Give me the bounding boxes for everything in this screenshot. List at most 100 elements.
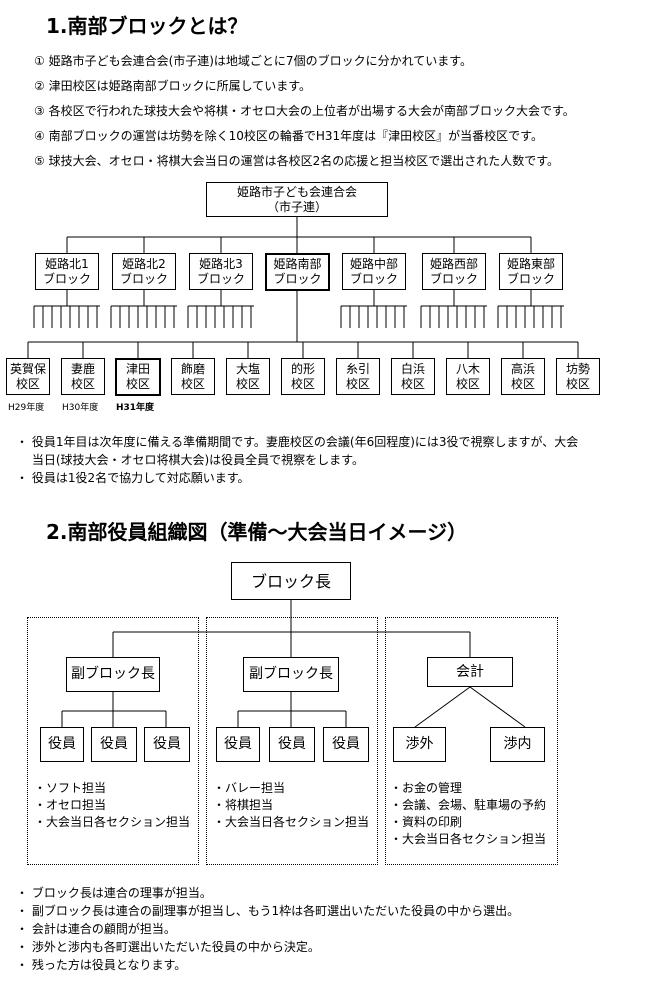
- district-suffix: 校区: [70, 377, 95, 391]
- district-name: 飾磨: [180, 362, 205, 376]
- note2-line-3: ・ 会計は連合の顧問が担当。: [16, 922, 176, 936]
- block-name: 姫路中部: [349, 257, 398, 271]
- officer-box: 役員: [323, 727, 369, 762]
- block-box: 姫路中部ブロック: [342, 253, 406, 290]
- block-suffix: ブロック: [119, 272, 168, 286]
- duty-item: ・将棋担当: [213, 798, 274, 812]
- district-suffix: 校区: [290, 377, 315, 391]
- district-box: 飾磨校区: [171, 358, 215, 395]
- officer-box: 役員: [40, 727, 84, 762]
- intro-item-5: ⑤ 球技大会、オセロ・将棋大会当日の運営は各校区2名の応援と担当校区で選出された…: [34, 154, 560, 168]
- duties-list-2: ・バレー担当 ・将棋担当 ・大会当日各セクション担当: [213, 780, 369, 831]
- block-name: 姫路東部: [506, 257, 555, 271]
- district-suffix: 校区: [510, 377, 535, 391]
- block-box: 姫路西部ブロック: [422, 253, 486, 290]
- intro-item-2: ② 津田校区は姫路南部ブロックに所属しています。: [34, 79, 312, 93]
- block-suffix: ブロック: [429, 272, 478, 286]
- block-suffix: ブロック: [349, 272, 398, 286]
- district-suffix: 校区: [400, 377, 425, 391]
- note1-line-2: 当日(球技大会・オセロ将棋大会)は役員全員で視察をします。: [16, 453, 364, 467]
- section2-title: 2.南部役員組織図（準備～大会当日イメージ）: [46, 520, 468, 544]
- year-label: H30年度: [62, 403, 99, 413]
- intro-item-1: ① 姫路市子ども会連合会(市子連)は地域ごとに7個のブロックに分かれています。: [34, 54, 473, 68]
- org-root-line2: （市子連）: [266, 200, 327, 214]
- district-name: 的形: [290, 362, 315, 376]
- duty-item: ・ソフト担当: [34, 781, 107, 795]
- officer-box: 役員: [91, 727, 137, 762]
- officer-box: 役員: [144, 727, 190, 762]
- duties-list-3: ・お金の管理 ・会議、会場、駐車場の予約 ・資料の印刷 ・大会当日各セクション担…: [390, 780, 546, 848]
- liaison-in-box: 渉内: [490, 727, 545, 762]
- district-name: 津田: [125, 362, 150, 376]
- note1-line-1: ・ 役員1年目は次年度に備える準備期間です。妻鹿校区の会議(年6回程度)には3役…: [16, 435, 579, 449]
- duty-item: ・バレー担当: [213, 781, 286, 795]
- district-name: 八木: [455, 362, 480, 376]
- district-suffix: 校区: [565, 377, 590, 391]
- duty-item: ・大会当日各セクション担当: [34, 815, 191, 829]
- district-box: 大塩校区: [226, 358, 270, 395]
- block-suffix: ブロック: [196, 272, 245, 286]
- district-box: 高浜校区: [501, 358, 545, 395]
- district-suffix: 校区: [235, 377, 260, 391]
- duty-item: ・大会当日各セクション担当: [213, 815, 370, 829]
- district-name: 糸引: [345, 362, 370, 376]
- block-name: 姫路北1: [45, 257, 89, 271]
- officer-box: 役員: [216, 727, 260, 762]
- section1-title: 1.南部ブロックとは？: [46, 14, 248, 38]
- district-name: 妻鹿: [70, 362, 95, 376]
- block-name: 姫路西部: [429, 257, 478, 271]
- district-suffix: 校区: [345, 377, 370, 391]
- treasurer-box: 会計: [427, 657, 513, 687]
- block-box-highlighted: 姫路南部ブロック: [265, 253, 330, 291]
- district-box: 的形校区: [281, 358, 325, 395]
- duty-item: ・お金の管理: [390, 781, 463, 795]
- note2-line-5: ・ 残った方は役員となります。: [16, 958, 187, 972]
- note2-line-1: ・ ブロック長は連合の理事が担当。: [16, 886, 212, 900]
- district-name: 英賀保: [9, 362, 46, 376]
- liaison-out-box: 渉外: [393, 727, 446, 762]
- district-box: 妻鹿校区: [61, 358, 105, 395]
- district-box: 坊勢校区: [556, 358, 600, 395]
- block-box: 姫路東部ブロック: [499, 253, 563, 290]
- duty-item: ・会議、会場、駐車場の予約: [390, 798, 547, 812]
- district-name: 高浜: [510, 362, 535, 376]
- district-box: 糸引校区: [336, 358, 380, 395]
- district-suffix: 校区: [125, 377, 150, 391]
- block-suffix: ブロック: [506, 272, 555, 286]
- group-box-1: [27, 617, 199, 865]
- district-box-highlighted: 津田校区: [115, 358, 161, 396]
- duties-list-1: ・ソフト担当 ・オセロ担当 ・大会当日各セクション担当: [34, 780, 190, 831]
- district-box: 八木校区: [446, 358, 490, 395]
- note2-line-2: ・ 副ブロック長は連合の副理事が担当し、もう1枠は各町選出いただいた役員の中から…: [16, 904, 520, 918]
- duty-item: ・オセロ担当: [34, 798, 107, 812]
- district-box: 白浜校区: [391, 358, 435, 395]
- district-name: 大塩: [235, 362, 260, 376]
- block-suffix: ブロック: [42, 272, 91, 286]
- block-name: 姫路北3: [199, 257, 243, 271]
- officer-box: 役員: [269, 727, 315, 762]
- block-name: 姫路南部: [273, 257, 322, 271]
- district-box: 英賀保校区: [6, 358, 50, 395]
- block-leader-box: ブロック長: [231, 562, 351, 600]
- block-name: 姫路北2: [122, 257, 166, 271]
- year-label: H31年度: [116, 403, 155, 413]
- block-suffix: ブロック: [273, 272, 322, 286]
- year-label: H29年度: [8, 403, 45, 413]
- intro-item-4: ④ 南部ブロックの運営は坊勢を除く10校区の輪番でH31年度は『津田校区』が当番…: [34, 129, 543, 143]
- duty-item: ・資料の印刷: [390, 815, 463, 829]
- vice-leader-box: 副ブロック長: [243, 657, 339, 692]
- group-box-2: [206, 617, 378, 865]
- district-suffix: 校区: [180, 377, 205, 391]
- vice-leader-box: 副ブロック長: [66, 657, 160, 692]
- district-suffix: 校区: [455, 377, 480, 391]
- district-name: 坊勢: [565, 362, 590, 376]
- note1-line-3: ・ 役員は1役2名で協力して対応願います。: [16, 471, 250, 485]
- org-root-line1: 姫路市子ども会連合会: [236, 185, 357, 199]
- district-name: 白浜: [400, 362, 425, 376]
- group-box-3: [385, 617, 558, 865]
- intro-item-3: ③ 各校区で行われた球技大会や将棋・オセロ大会の上位者が出場する大会が南部ブロッ…: [34, 104, 575, 118]
